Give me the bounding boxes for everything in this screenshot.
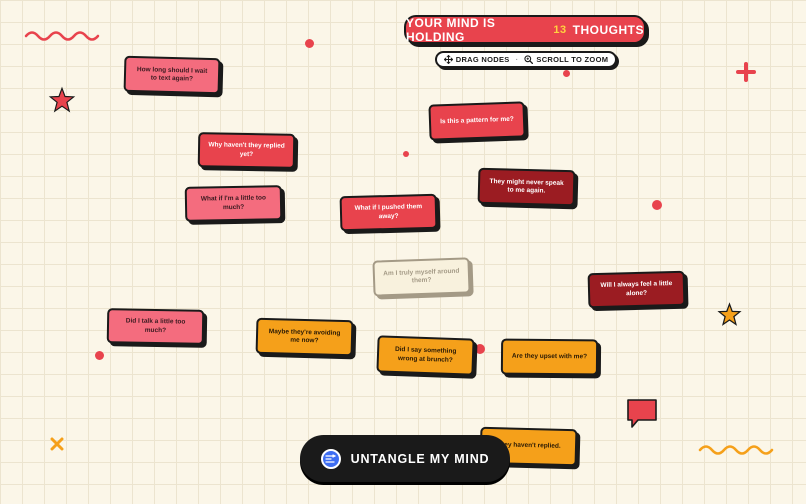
thought-node[interactable]: How long should I wait to text again? <box>123 55 221 95</box>
dot-decoration <box>95 351 104 360</box>
untangle-button-label: UNTANGLE MY MIND <box>350 451 490 466</box>
thought-node[interactable]: What if I'm a little too much? <box>184 185 283 222</box>
squiggle-decoration-bottom-right <box>698 445 774 455</box>
thought-node[interactable]: Did I talk a little too much? <box>106 308 205 345</box>
dot-decoration <box>475 344 485 354</box>
thought-count: 13 <box>553 23 567 36</box>
zoom-icon <box>524 55 534 64</box>
star-decoration-red <box>48 86 76 113</box>
interaction-hint: DRAG NODES · SCROLL TO ZOOM <box>435 51 617 68</box>
dot-decoration <box>652 200 662 210</box>
plus-decoration <box>736 62 756 82</box>
untangle-button[interactable]: UNTANGLE MY MIND <box>300 435 510 482</box>
dot-decoration <box>563 70 570 77</box>
cross-decoration <box>50 437 64 451</box>
thought-node[interactable]: Will I always feel a little alone? <box>587 270 686 309</box>
star-decoration-orange <box>717 302 742 326</box>
zoom-hint: SCROLL TO ZOOM <box>536 55 609 64</box>
title-suffix: THOUGHTS <box>572 22 644 37</box>
thought-node[interactable]: Are they upset with me? <box>500 338 599 376</box>
thought-node[interactable]: Why haven't they replied yet? <box>197 132 296 169</box>
speech-bubble-decoration <box>627 399 657 428</box>
thought-node[interactable]: What if I pushed them away? <box>339 193 438 232</box>
page-title: YOUR MIND IS HOLDING 13 THOUGHTS <box>404 15 646 44</box>
squiggle-decoration-top-left <box>24 31 100 41</box>
dot-decoration <box>305 39 314 48</box>
untangle-icon <box>320 448 341 469</box>
thought-node[interactable]: Am I truly myself around them? <box>372 257 471 297</box>
dot-decoration <box>403 151 409 157</box>
drag-hint: DRAG NODES <box>455 55 510 64</box>
thought-node[interactable]: They might never speak to me again. <box>477 167 576 207</box>
thought-node[interactable]: Did I say something wrong at brunch? <box>376 335 475 376</box>
hint-separator: · <box>515 55 519 64</box>
title-prefix: YOUR MIND IS HOLDING <box>406 15 496 44</box>
thought-node[interactable]: Maybe they're avoiding me now? <box>255 317 354 357</box>
thought-node[interactable]: Is this a pattern for me? <box>428 101 526 141</box>
move-icon <box>443 55 453 64</box>
